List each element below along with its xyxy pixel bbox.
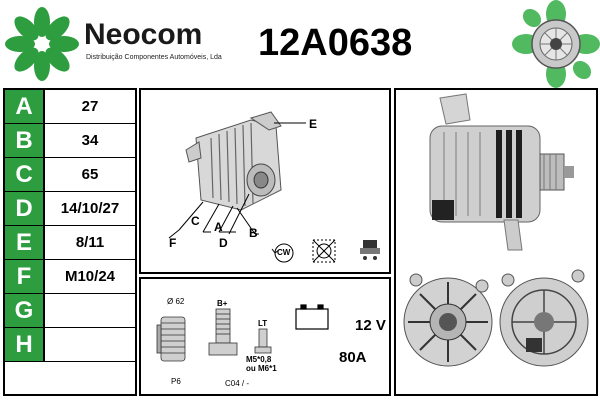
spec-value: 8/11 xyxy=(75,234,105,251)
neocom-logo-icon xyxy=(5,7,79,81)
pulley-type: P6 xyxy=(171,377,181,386)
alternator-rear-view xyxy=(499,269,589,367)
spec-letter: C xyxy=(5,158,45,191)
thread-spec-line2: ou M6*1 xyxy=(246,364,277,373)
lt-terminal-icon xyxy=(254,328,272,354)
pulley-diameter: Ø 62 xyxy=(167,297,185,306)
spec-letter: D xyxy=(5,192,45,225)
spec-letter: F xyxy=(5,260,45,293)
spec-letter: E xyxy=(5,226,45,259)
product-photo-panel xyxy=(394,88,598,396)
spec-letter: H xyxy=(5,328,45,361)
dim-label-d: D xyxy=(219,236,228,250)
dim-label-e: E xyxy=(309,117,318,131)
alternator-front-view xyxy=(403,273,493,367)
spec-letter: A xyxy=(5,90,45,123)
dim-label-c: C xyxy=(191,214,200,228)
spec-row-e: E 8/11 xyxy=(5,226,135,260)
spec-row-h: H xyxy=(5,328,135,362)
part-number: 12A0638 xyxy=(258,22,413,64)
spec-row-d: D 14/10/27 xyxy=(5,192,135,226)
dim-label-b: B xyxy=(249,226,258,240)
current: 80A xyxy=(339,349,367,366)
spec-value: M10/24 xyxy=(64,268,116,285)
spec-value xyxy=(45,328,135,361)
spec-value xyxy=(45,294,135,327)
brand-name: Neocom xyxy=(84,18,203,51)
terminal-b-label: B+ xyxy=(217,299,228,308)
spec-value: 34 xyxy=(81,132,99,149)
rotation-cw-icon xyxy=(271,243,294,263)
spec-value: 65 xyxy=(81,166,99,183)
alternator-side-view xyxy=(429,93,574,251)
dimension-diagram-panel: E C A B F D CW xyxy=(139,88,391,274)
spec-row-f: F M10/24 xyxy=(5,260,135,294)
pulley-icon xyxy=(156,316,186,362)
voltage: 12 V xyxy=(355,317,386,334)
alternator-photo xyxy=(403,93,589,367)
spec-row-a: A 27 xyxy=(5,90,135,124)
thread-spec-line1: M5*0,8 xyxy=(246,355,272,364)
connector-icon xyxy=(360,240,380,260)
alternator-outline-icon xyxy=(168,111,380,263)
brand-tagline: Distribuição Componentes Automóveis, Lda xyxy=(86,54,222,61)
tech-drawing xyxy=(156,304,329,362)
spec-row-c: C 65 xyxy=(5,158,135,192)
header: Neocom Distribuição Componentes Automóve… xyxy=(0,0,600,88)
dim-label-a: A xyxy=(214,220,223,234)
battery-icon xyxy=(295,304,329,330)
mounting-icon xyxy=(312,239,336,263)
spec-row-b: B 34 xyxy=(5,124,135,158)
rotation-label: CW xyxy=(277,248,291,257)
bolt-b-icon xyxy=(208,308,238,356)
spec-row-g: G xyxy=(5,294,135,328)
alternator-thumbnail-icon xyxy=(512,0,600,88)
spec-value: 14/10/27 xyxy=(60,200,120,217)
spec-letter: B xyxy=(5,124,45,157)
terminal-lt-label: LT xyxy=(258,319,268,328)
spec-row-blank xyxy=(5,362,135,394)
dim-label-f: F xyxy=(169,236,177,250)
connector-code: C04 / - xyxy=(225,379,250,388)
spec-table: A 27 B 34 C 65 D 14/10/27 E 8/11 F M10/2… xyxy=(3,88,137,396)
spec-letter: G xyxy=(5,294,45,327)
spec-value: 27 xyxy=(81,98,99,115)
technical-spec-panel: Ø 62 P6 B+ LT M5*0,8 ou M6*1 C04 / - 12 … xyxy=(139,277,391,396)
